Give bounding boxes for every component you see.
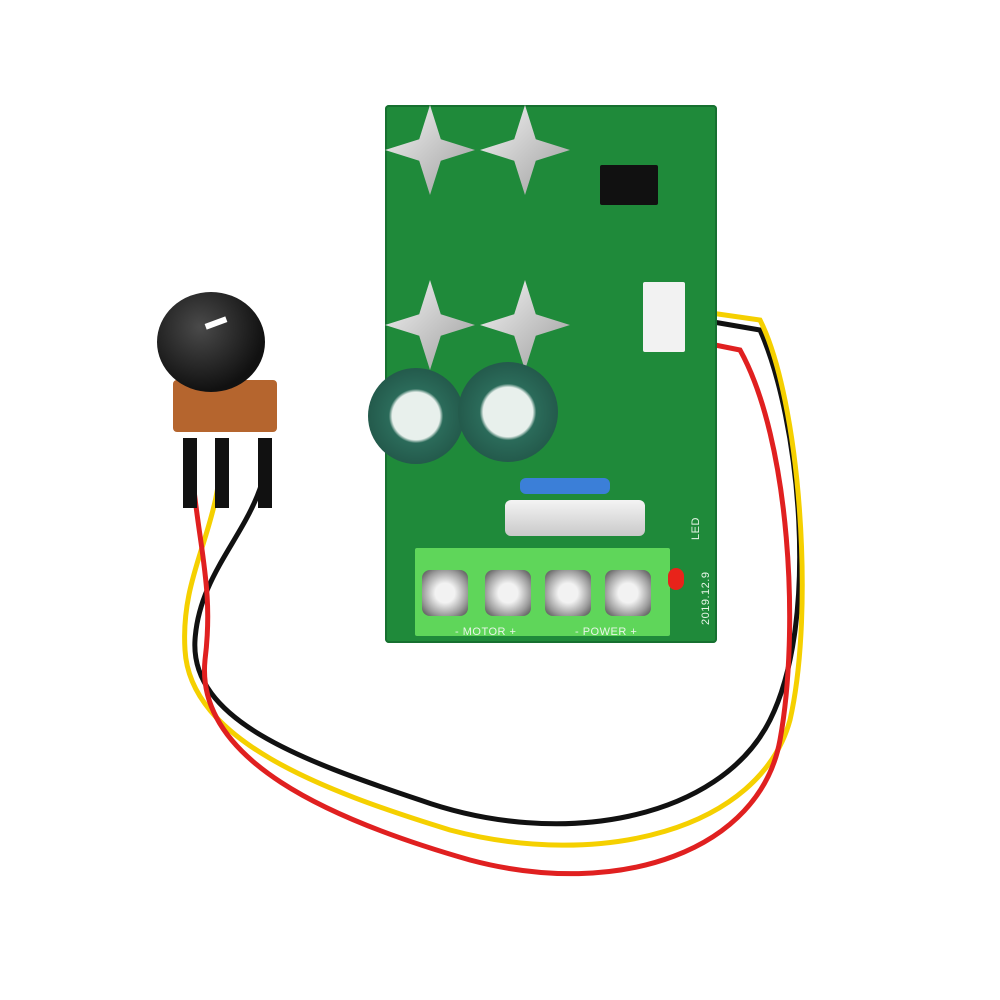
led-label: LED [690,517,702,540]
date-label: 2019.12.9 [700,571,712,625]
terminal-screw [422,570,468,616]
fuse [505,500,645,536]
white-connector [643,282,685,352]
power-label: - POWER + [575,626,638,638]
ic-chip [600,165,658,205]
terminal-screw [545,570,591,616]
capacitor [368,368,464,464]
terminal-screw [605,570,651,616]
motor-label: - MOTOR + [455,626,517,638]
capacitor [458,362,558,462]
potentiometer-knob [157,292,265,392]
knob-indicator [204,316,228,330]
terminal-screw [485,570,531,616]
resistor [520,478,610,494]
led-indicator [668,568,684,590]
